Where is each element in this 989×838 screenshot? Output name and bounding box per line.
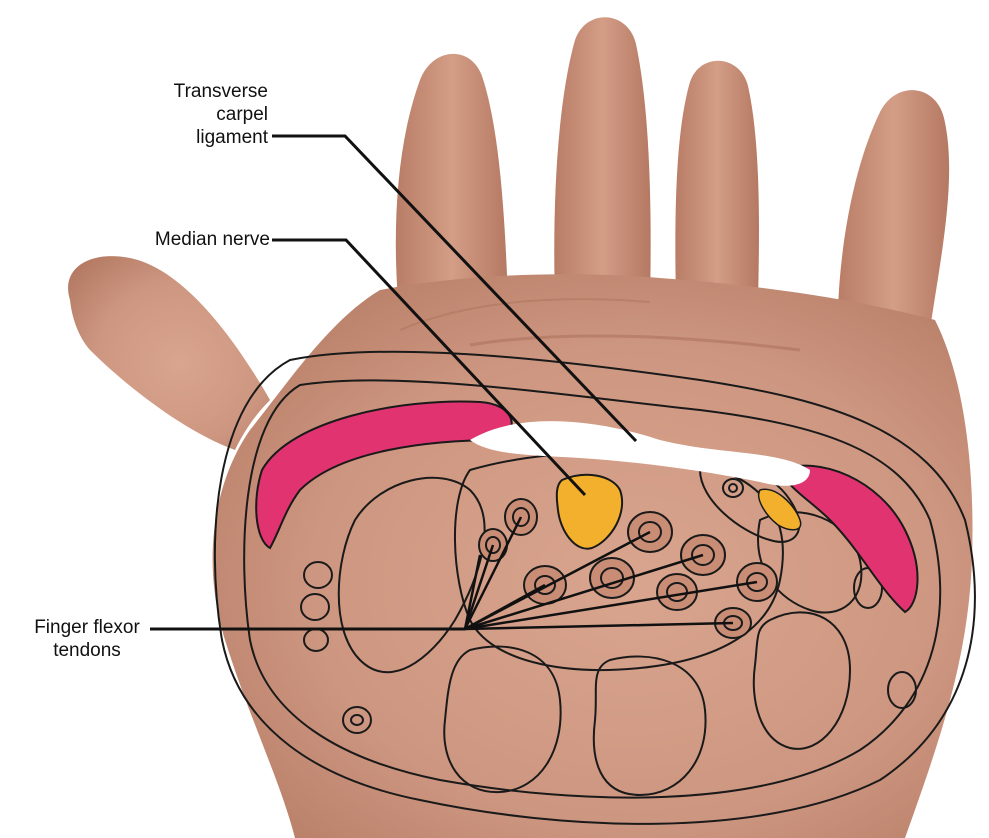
label-transverse-ligament-line-1: Transverse — [148, 80, 268, 103]
ring-finger — [675, 61, 759, 300]
middle-finger — [554, 17, 650, 300]
label-transverse-ligament-line-3: ligament — [148, 126, 268, 149]
label-median-nerve: Median nerve — [128, 228, 270, 251]
label-transverse-ligament: Transverse carpel ligament — [148, 80, 268, 149]
label-transverse-ligament-line-2: carpel — [148, 103, 268, 126]
label-median-nerve-text: Median nerve — [128, 228, 270, 251]
label-finger-flexor-tendons: Finger flexor tendons — [16, 616, 158, 662]
tendon-7-inner — [667, 583, 687, 601]
index-finger — [396, 54, 508, 300]
label-finger-flexor-tendons-line-2: tendons — [16, 639, 158, 662]
label-finger-flexor-tendons-line-1: Finger flexor — [16, 616, 158, 639]
thumb — [68, 256, 270, 450]
little-finger — [838, 90, 949, 330]
